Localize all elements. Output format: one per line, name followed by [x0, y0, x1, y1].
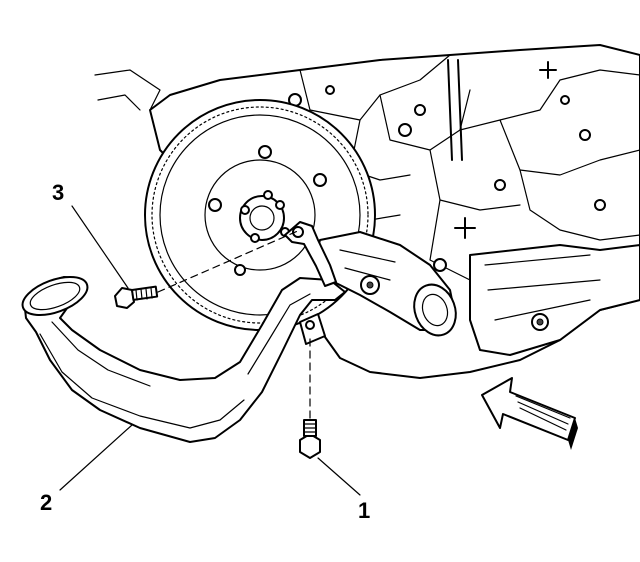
front-direction-arrow — [481, 377, 578, 450]
bolt-1 — [299, 419, 321, 459]
callout-3: 3 — [52, 180, 64, 205]
leader-line-2 — [59, 424, 133, 491]
leader-line-1 — [317, 457, 361, 496]
callout-2: 2 — [40, 490, 52, 515]
flywheel-shield — [21, 221, 346, 443]
bolt-3-alignment-line — [157, 229, 301, 293]
bolt-3 — [114, 285, 159, 309]
callout-1: 1 — [358, 498, 370, 523]
leader-line-3 — [71, 205, 129, 289]
